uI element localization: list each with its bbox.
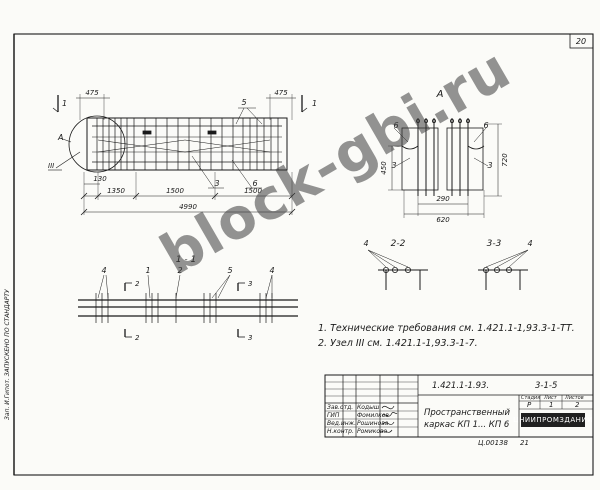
plan-view (48, 94, 308, 216)
name-1: Кодыш (357, 404, 380, 411)
section-mark-2-bottom: 2 (135, 334, 140, 342)
section-2-2-title: 2-2 (391, 239, 406, 249)
name-2: Фомилков (357, 412, 389, 419)
organization-logo: ЦНИИПРОМЗДАНИЙ (513, 413, 592, 427)
title-block-grid (324, 374, 594, 438)
note-1: 1. Технические требования см. 1.421.1-1,… (318, 323, 575, 334)
plan-dim-1500-b: 1500 (244, 187, 262, 195)
detail-a-dim-450: 450 (380, 161, 388, 175)
section-3-3-callout: 4 (527, 239, 532, 248)
detail-a-dim-720: 720 (501, 153, 509, 167)
plan-callout-5: 5 (241, 98, 246, 107)
detail-a-dim-620: 620 (436, 216, 450, 224)
section-1-1-view (78, 274, 298, 338)
section-2-2-view (367, 249, 428, 290)
section-1-1-callout-4a: 4 (101, 266, 106, 275)
page-number: 20 (576, 37, 586, 46)
detail-a-view (388, 118, 502, 218)
role-chief-engineer: ГИП (327, 412, 340, 419)
role-norm-control: Н.контр. (327, 428, 354, 435)
plan-section-mark-right: 1 (312, 99, 317, 108)
sheet-header: Лист (544, 395, 557, 401)
title-block-doc-code: 1.421.1-1.93. (432, 381, 490, 391)
plan-node-label-a: А (57, 133, 63, 142)
sheets-header: Листов (565, 395, 584, 401)
section-3-3-view (478, 249, 529, 290)
role-head-of-dept: Зав.отд. (327, 404, 354, 411)
plan-callout-6: 6 (252, 179, 257, 188)
title-block-sheet-code: 3-1-5 (535, 381, 558, 391)
section-1-1-callout-1: 1 (145, 266, 150, 275)
plan-section-mark-left: 1 (62, 99, 67, 108)
section-2-2-callout: 4 (363, 239, 368, 248)
plan-dim-top-left: 475 (85, 89, 99, 97)
plan-dim-1350: 1350 (107, 187, 125, 195)
plan-callout-3: 3 (214, 179, 219, 188)
stage-header: Стадия (521, 395, 541, 401)
stage-value: Р (527, 401, 532, 409)
role-lead-engineer: Вед.инж. (327, 420, 356, 427)
bottom-code: Ц.00138 (478, 439, 508, 447)
name-3: Рошинова (357, 420, 389, 427)
plan-dim-130: 130 (93, 175, 107, 183)
section-3-3-title: 3-3 (487, 239, 502, 249)
detail-a-callout-6-left: 6 (393, 121, 398, 130)
section-1-1-callout-2: 2 (177, 266, 182, 275)
detail-a-callout-3-right: 3 (487, 161, 492, 170)
plan-overall-length: 4990 (179, 203, 197, 211)
plan-node-ref-iii: III (48, 162, 54, 170)
title-block-product-name: Пространственный (424, 408, 510, 418)
detail-a-callout-6-right: 6 (483, 121, 488, 130)
detail-a-title: А (436, 89, 444, 100)
title-block-product-desc: каркас КП 1... КП 6 (424, 420, 510, 430)
detail-a-dim-290: 290 (436, 195, 450, 203)
sheet-value: 1 (549, 401, 554, 409)
side-stamp: Зап. И.Гипот. ЗАПУСКЕНО ПО СТАНДАРТУ (4, 289, 11, 420)
note-2: 2. Узел III см. 1.421.1-1,93.3-1-7. (318, 338, 478, 349)
section-1-1-callout-5: 5 (227, 266, 232, 275)
section-mark-2-top: 2 (135, 280, 140, 288)
sheets-value: 2 (575, 401, 580, 409)
name-4: Ромикова (357, 428, 388, 435)
signature-marks (381, 405, 398, 433)
plan-dim-1500-a: 1500 (166, 187, 184, 195)
detail-a-callout-3-left: 3 (391, 161, 396, 170)
section-1-1-callout-4b: 4 (269, 266, 274, 275)
plan-dim-top-right: 475 (274, 89, 288, 97)
section-mark-3-bottom: 3 (248, 334, 252, 342)
section-1-1-title: 1 - 1 (176, 255, 196, 265)
section-mark-3-top: 3 (248, 280, 252, 288)
bottom-number: 21 (520, 439, 529, 447)
